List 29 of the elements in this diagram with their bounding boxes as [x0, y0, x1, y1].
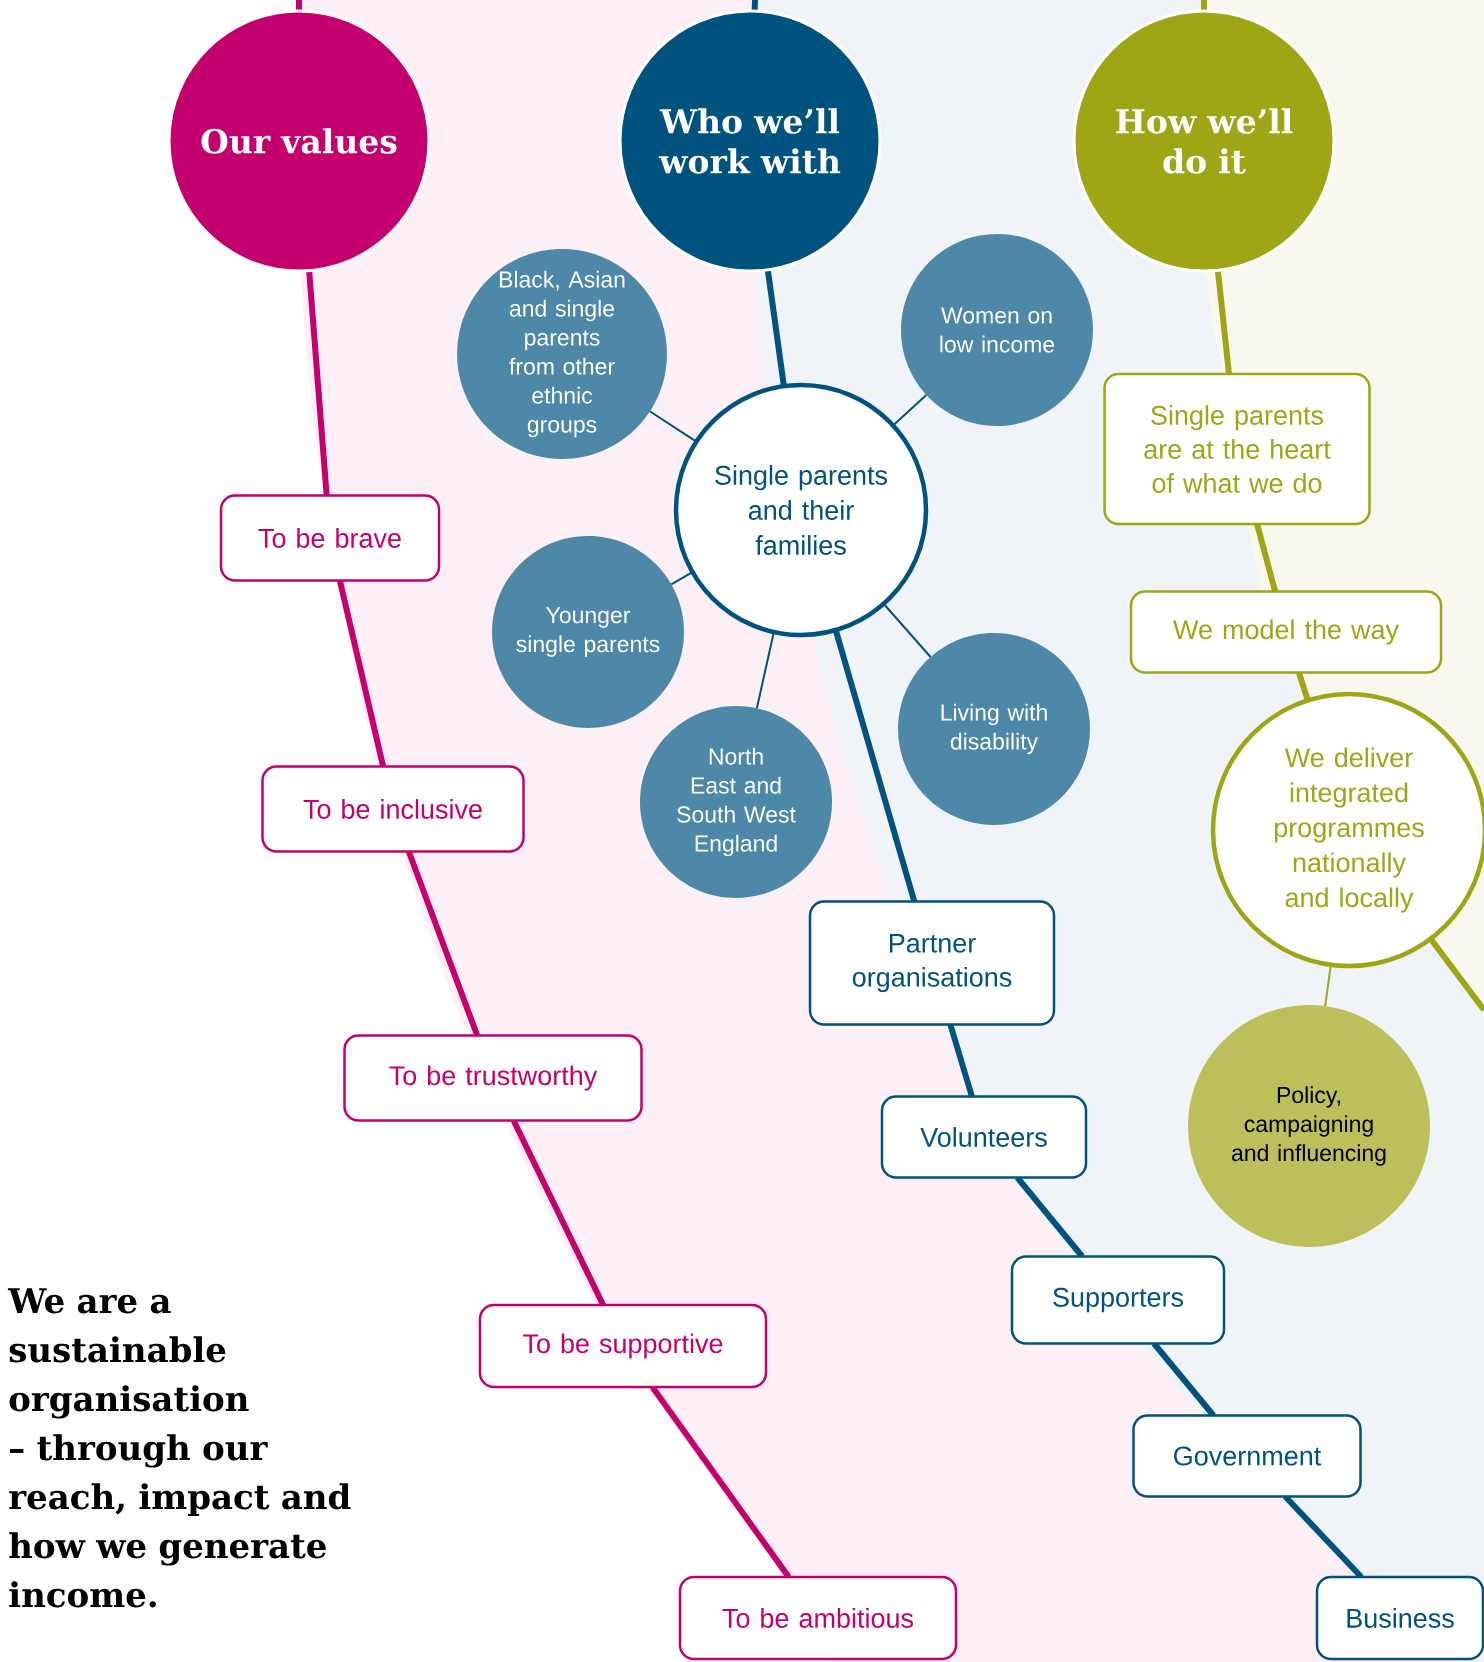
rounded-box: Business	[1315, 1575, 1484, 1661]
rounded-box: Partner organisations	[808, 900, 1056, 1026]
connector-line	[755, 631, 775, 710]
curve-line	[306, 270, 330, 496]
rounded-box: Government	[1132, 1414, 1362, 1498]
curve-line	[1296, 671, 1311, 702]
curve-line	[405, 850, 481, 1037]
curve-line	[832, 629, 918, 903]
curve-line	[649, 1385, 792, 1579]
curve-line	[510, 1119, 606, 1307]
connector-line	[892, 393, 928, 427]
statement-text: We are a sustainable organisation – through our reach, impact and how we generate income.	[7, 1288, 351, 1608]
rounded-box: Single parents are at the heart of what we do	[1103, 372, 1371, 526]
curve-line	[1254, 523, 1279, 593]
curve-line	[764, 269, 787, 387]
connector-line	[882, 602, 932, 658]
rounded-box: To be brave	[219, 494, 441, 582]
connector-line	[647, 409, 698, 443]
rounded-box: To be ambitious	[678, 1575, 958, 1661]
connector-line	[670, 571, 694, 586]
curve-line	[947, 1023, 975, 1098]
rounded-box: Supporters	[1010, 1255, 1226, 1345]
curve-line	[1214, 269, 1232, 375]
rounded-box: To be trustworthy	[343, 1034, 643, 1122]
curve-line	[336, 579, 387, 768]
rounded-box: To be inclusive	[261, 765, 525, 853]
rounded-box: We model the way	[1129, 590, 1443, 674]
rounded-box: Volunteers	[880, 1095, 1088, 1179]
rounded-box: To be supportive	[478, 1303, 768, 1389]
